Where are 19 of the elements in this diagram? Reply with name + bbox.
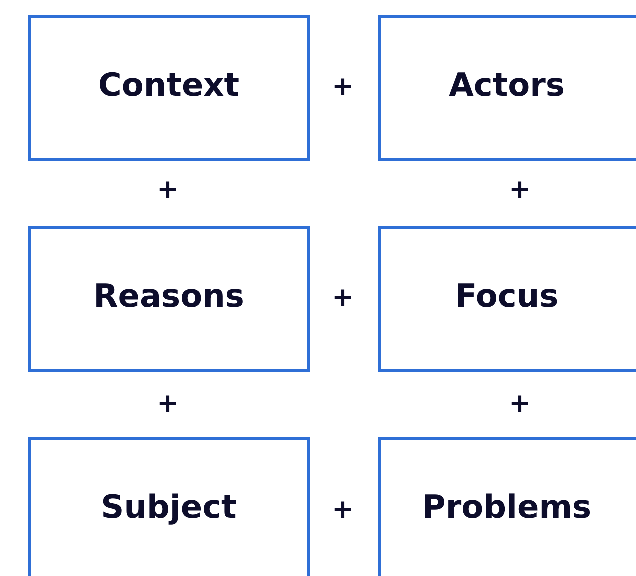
text-box [28, 226, 310, 372]
plus-sign: + [332, 285, 354, 311]
box-label: Subject [100, 488, 238, 526]
box-label: Context [97, 66, 241, 104]
box-label: Actors [448, 66, 566, 104]
text-box [378, 437, 636, 576]
plus-sign: + [157, 177, 179, 203]
plus-sign: + [157, 391, 179, 417]
text-box [378, 226, 636, 372]
text-box [28, 15, 310, 161]
text-box [28, 437, 310, 576]
text-box [378, 15, 636, 161]
box-label: Reasons [92, 277, 246, 315]
plus-sign: + [332, 74, 354, 100]
plus-sign: + [509, 391, 531, 417]
box-label: Focus [454, 277, 560, 315]
plus-sign: + [509, 177, 531, 203]
box-label: Problems [421, 488, 593, 526]
plus-sign: + [332, 497, 354, 523]
